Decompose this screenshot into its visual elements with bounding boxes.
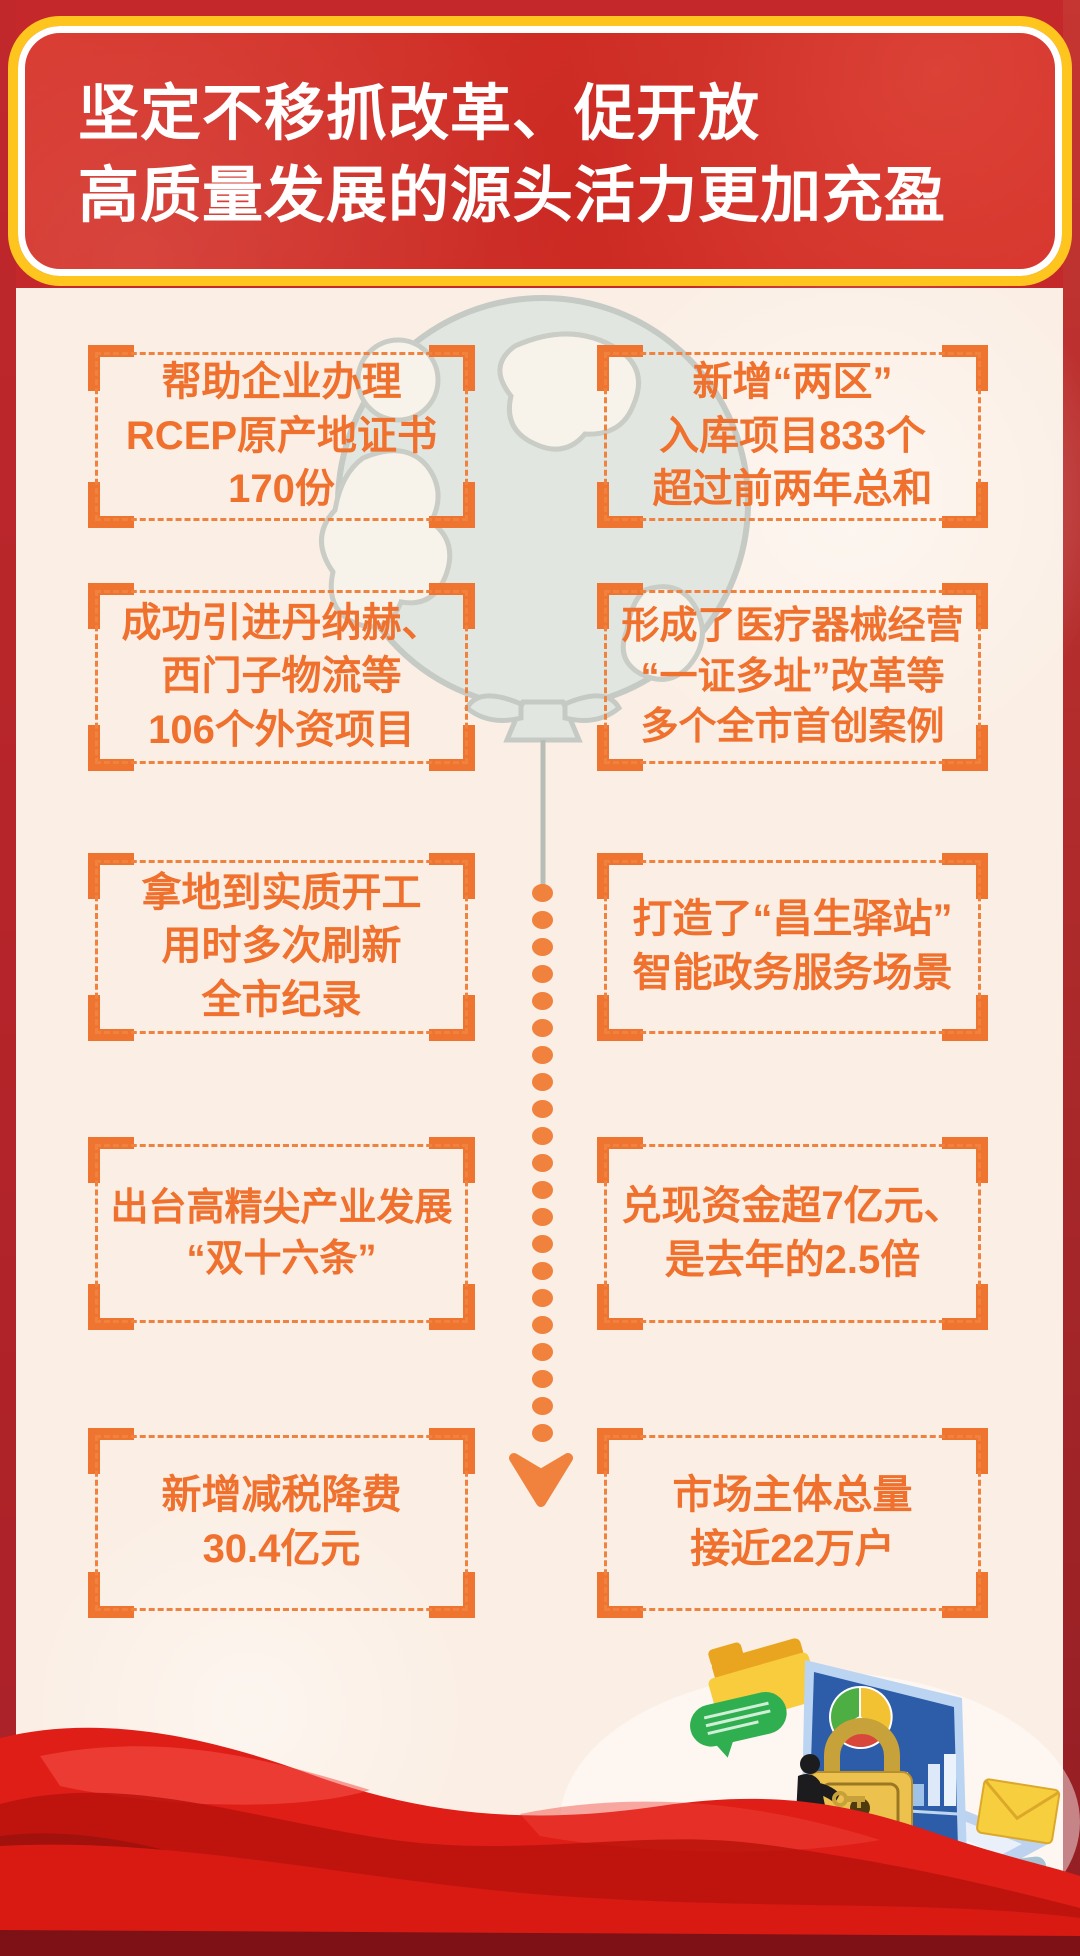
stat-line: 智能政务服务场景 <box>632 951 953 995</box>
stat-line: 全市纪录 <box>201 977 362 1022</box>
stat-line: 拿地到实质开工 <box>141 870 422 915</box>
dot <box>532 1397 553 1415</box>
dot <box>532 1181 553 1199</box>
chat-bubble-icon <box>690 1692 787 1758</box>
stat-line: 用时多次刷新 <box>161 924 402 969</box>
dot <box>532 1235 553 1253</box>
stat-line: 30.4亿元 <box>202 1527 361 1571</box>
stat-line: 多个全市首创案例 <box>640 706 945 749</box>
stat-line: 入库项目833个 <box>659 413 926 458</box>
dot <box>532 1073 553 1091</box>
stat-line: 出台高精尖产业发展 <box>110 1186 453 1229</box>
dot <box>532 965 553 983</box>
stat-box-foreign-investment: 成功引进丹纳赫、 西门子物流等 106个外资项目 <box>88 583 475 771</box>
page-title: 坚定不移抓改革、促开放 高质量发展的源头活力更加充盈 <box>18 26 1062 236</box>
down-arrow-icon <box>509 1453 573 1507</box>
stat-box-funds-cashed: 兑现资金超7亿元、 是去年的2.5倍 <box>597 1137 988 1330</box>
stat-box-medical-device-reform: 形成了医疗器械经营 “一证多址”改革等 多个全市首创案例 <box>597 583 988 771</box>
dot <box>532 1127 553 1145</box>
stat-box-two-zones-projects: 新增“两区” 入库项目833个 超过前两年总和 <box>597 345 988 528</box>
stat-line: 106个外资项目 <box>148 707 415 752</box>
left-red-strip <box>0 0 16 1956</box>
stat-line: “一证多址”改革等 <box>640 655 945 698</box>
dot <box>532 1019 553 1037</box>
stat-line: 170份 <box>228 467 335 512</box>
stat-line: 帮助企业办理 <box>161 360 402 405</box>
dot <box>532 1316 553 1334</box>
dot <box>532 1046 553 1064</box>
dot <box>532 1424 553 1442</box>
dot <box>532 1289 553 1307</box>
dot <box>532 1262 553 1280</box>
stat-line: 是去年的2.5倍 <box>664 1237 921 1282</box>
header-banner: 坚定不移抓改革、促开放 高质量发展的源头活力更加充盈 <box>8 16 1072 286</box>
envelope-icon <box>976 1778 1061 1845</box>
dot <box>532 884 553 902</box>
stat-line: 成功引进丹纳赫、 <box>121 600 442 645</box>
stat-line: 兑现资金超7亿元、 <box>621 1183 964 1228</box>
stat-line: 形成了医疗器械经营 <box>621 604 964 647</box>
stat-line: 超过前两年总和 <box>652 467 933 512</box>
stat-box-smart-gov-service: 打造了“昌生驿站” 智能政务服务场景 <box>597 853 988 1041</box>
stat-box-market-entities: 市场主体总量 接近22万户 <box>597 1428 988 1618</box>
title-line-2: 高质量发展的源头活力更加充盈 <box>78 161 947 229</box>
stat-box-rcep-certificates: 帮助企业办理 RCEP原产地证书 170份 <box>88 345 475 528</box>
dot <box>532 1343 553 1361</box>
stat-line: 新增“两区” <box>692 360 893 405</box>
dot <box>532 1100 553 1118</box>
key-icon <box>832 1791 865 1808</box>
dot <box>532 992 553 1010</box>
stat-box-industry-policy: 出台高精尖产业发展 “双十六条” <box>88 1137 475 1330</box>
stat-line: 打造了“昌生驿站” <box>632 897 953 942</box>
dotted-line-dots <box>532 884 553 1442</box>
dot <box>532 1370 553 1388</box>
stat-line: 市场主体总量 <box>672 1473 913 1518</box>
dot <box>532 1208 553 1226</box>
dot <box>532 938 553 956</box>
stat-line: RCEP原产地证书 <box>125 413 438 458</box>
stat-box-tax-fee-cuts: 新增减税降费 30.4亿元 <box>88 1428 475 1618</box>
stat-line: 接近22万户 <box>690 1527 895 1571</box>
dot <box>532 1154 553 1172</box>
red-silk-ribbon <box>0 1727 1080 1956</box>
stat-line: “双十六条” <box>186 1237 377 1280</box>
right-red-strip <box>1063 0 1080 1956</box>
stat-box-construction-record: 拿地到实质开工 用时多次刷新 全市纪录 <box>88 853 475 1041</box>
dot <box>532 911 553 929</box>
stat-line: 新增减税降费 <box>161 1473 402 1518</box>
title-line-1: 坚定不移抓改革、促开放 <box>78 79 761 147</box>
stat-line: 西门子物流等 <box>161 654 402 699</box>
